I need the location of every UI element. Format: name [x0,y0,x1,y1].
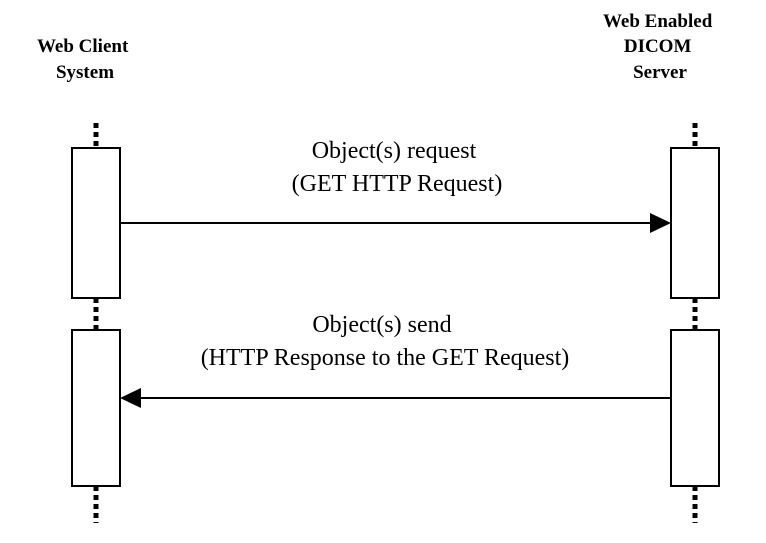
request-arrowhead-icon [650,213,671,233]
response-message-label: Object(s) send (HTTP Response to the GET… [201,312,570,371]
request-message-label: Object(s) request (GET HTTP Request) [292,138,503,197]
client-label-line-1: Web Client [37,36,129,57]
client-activation-2 [71,329,121,487]
server-activation-1 [670,147,720,299]
server-label: Web Enabled DICOM Server [603,11,717,83]
request-label-line-1: Object(s) request [312,138,477,164]
client-label-line-2: System [56,62,114,83]
client-label: Web Client System [37,36,133,83]
server-label-line-2: DICOM [624,36,692,57]
response-arrowhead-icon [120,388,141,408]
server-label-line-1: Web Enabled [603,11,713,32]
client-activation-1 [71,147,121,299]
server-activation-2 [670,329,720,487]
request-label-line-2: (GET HTTP Request) [292,171,503,197]
response-label-line-2: (HTTP Response to the GET Request) [201,345,570,371]
server-label-line-3: Server [633,62,687,83]
response-label-line-1: Object(s) send [312,312,451,338]
